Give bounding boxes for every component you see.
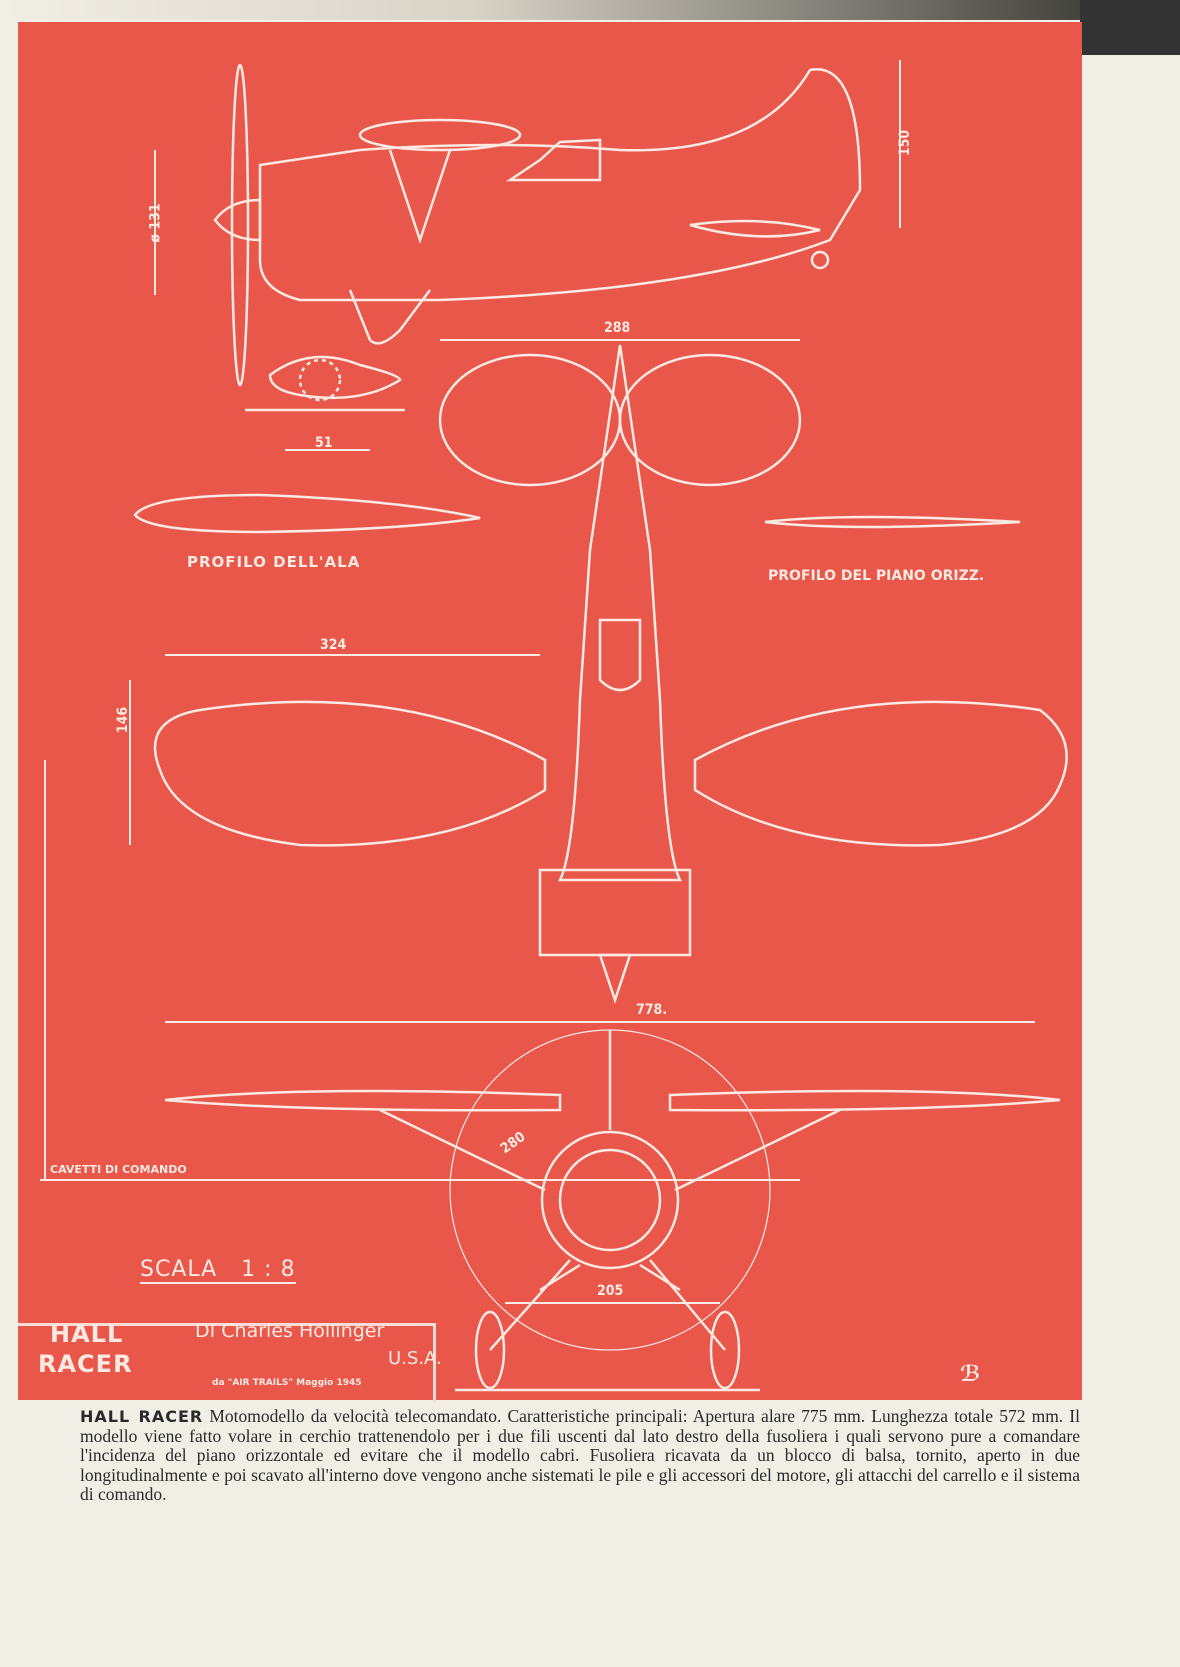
dim-wing-half-span: 324 [320,637,347,653]
dim-prop-diameter: ø 131 [147,203,164,243]
tail-profile [764,515,1021,529]
author: DI Charles Hollinger [195,1320,385,1342]
front-view [40,760,1061,1392]
top-view [129,339,1068,1004]
tail-profile-label: PROFILO DEL PIANO ORIZZ. [768,568,985,584]
dim-total-span: 778. [636,1002,668,1018]
dim-wheel-track: 205 [597,1283,624,1299]
artist-monogram: ℬ [960,1362,982,1387]
dim-tail-span: 288 [604,320,631,336]
title-block [18,1323,436,1403]
tail-wheel [810,250,830,270]
spinner [213,198,262,242]
left-wing [153,700,547,847]
scale-label: SCALA 1 : 8 [140,1257,296,1284]
front-right-wing [668,1089,1061,1112]
wing-profile [133,493,481,534]
tailplane-side [689,219,821,238]
propeller [230,63,250,387]
front-left-wheel [474,1310,506,1390]
front-right-wheel [709,1310,741,1390]
title-line1: HALL [50,1320,124,1348]
caption: HALL RACER Motomodello da velocità telec… [80,1406,1080,1505]
wing-profile-label: PROFILO DELL'ALA [187,553,361,571]
front-left-wing [164,1089,562,1112]
caption-heading: HALL RACER [80,1407,204,1426]
dim-height: 150 [897,129,914,157]
control-cables-label: CAVETTI DI COMANDO [50,1163,187,1176]
caption-body: Motomodello da velocità telecomandato. C… [80,1406,1080,1504]
title-line2: RACER [38,1350,133,1378]
cowl-top [538,868,692,957]
side-view [154,60,901,451]
dim-wing-chord: 146 [115,706,132,734]
fuselage-side [258,68,862,302]
binding-strip [1080,0,1180,55]
wheel-fairing [268,355,402,400]
dim-wheel-fairing: 51 [315,435,333,451]
page-edge [0,0,1180,20]
upper-wing-section [358,118,522,152]
country: U.S.A. [388,1348,442,1369]
fuselage-top [557,344,683,882]
source: da "AIR TRAILS" Maggio 1945 [212,1378,362,1388]
landing-gear-leg [348,289,431,345]
strut [388,149,452,244]
canopy [505,138,602,182]
right-wing [693,700,1068,847]
